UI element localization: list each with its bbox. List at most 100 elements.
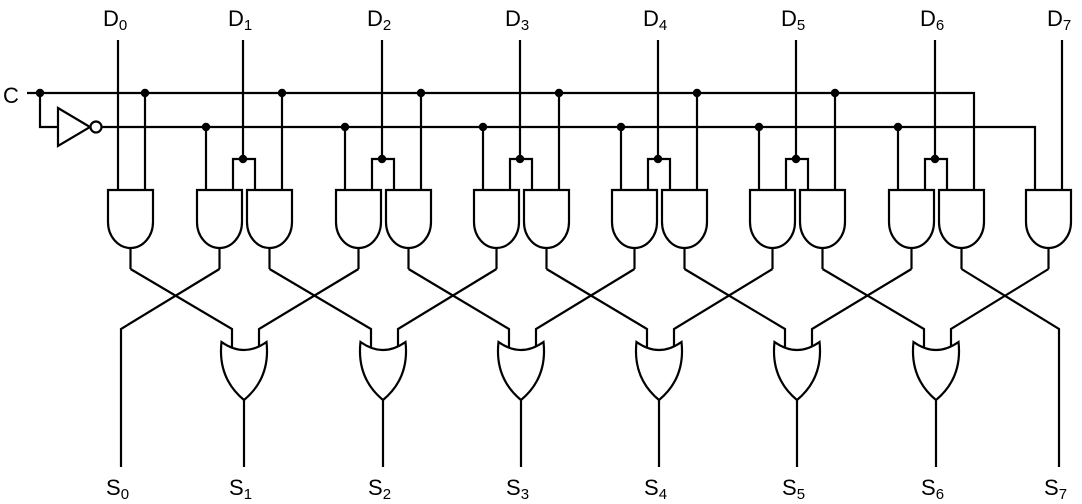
and-gate-3a	[472, 188, 521, 250]
or3-left-input	[407, 268, 511, 347]
and-gate-2b	[384, 188, 433, 250]
or5-left-input	[683, 268, 787, 347]
input-label-d2-subscript: 2	[383, 17, 391, 34]
junction-dot	[140, 88, 150, 98]
output-label-s5: S5	[782, 475, 805, 503]
input-label-d0-subscript: 0	[119, 17, 127, 34]
or5-right-input	[810, 268, 913, 347]
input-label-d5-subscript: 5	[797, 17, 805, 34]
input-label-d4-subscript: 4	[659, 17, 667, 34]
or4-right-input	[672, 268, 774, 347]
junction-dot	[515, 154, 525, 164]
or-gate-1	[219, 340, 269, 402]
inverter-input-wire	[38, 93, 58, 129]
output-label-s0: S0	[106, 475, 129, 503]
inverted-control-line	[102, 125, 1037, 190]
input-label-d1: D1	[228, 6, 252, 34]
or3-right-input	[534, 268, 636, 347]
or2-left-input	[268, 268, 373, 347]
gates	[56, 106, 1073, 402]
junction-dot	[35, 88, 45, 98]
input-label-d4: D4	[643, 6, 667, 34]
junction-dot	[340, 122, 350, 132]
and-gate-1b	[245, 188, 294, 250]
input-label-d1-subscript: 1	[244, 17, 252, 34]
input-bridge-d1	[231, 157, 257, 190]
or6-left-input	[821, 268, 926, 347]
and-gate-3b	[522, 188, 571, 250]
input-label-d6-subscript: 6	[936, 17, 944, 34]
output-label-s0-subscript: 0	[121, 486, 129, 503]
input-label-d3-subscript: 3	[521, 17, 529, 34]
control-label-c: C	[3, 83, 19, 108]
junction-dot	[616, 122, 626, 132]
output-label-s2: S2	[368, 475, 391, 503]
output-label-s7: S7	[1044, 475, 1067, 503]
input-label-d6: D6	[920, 6, 944, 34]
output-label-s4: S4	[644, 475, 667, 503]
input-bridge-d3	[508, 157, 534, 190]
or-gate-5	[772, 340, 822, 402]
and-gate-6b	[937, 188, 986, 250]
and-gate-1a	[195, 188, 244, 250]
input-bridge-d6	[923, 157, 949, 190]
output-label-s3-subscript: 3	[521, 486, 529, 503]
control-line-c	[27, 91, 976, 190]
or1-left-input	[129, 268, 234, 347]
output-label-s7-subscript: 7	[1059, 486, 1067, 503]
input-label-d5: D5	[781, 6, 805, 34]
input-label-d0: D0	[103, 6, 127, 34]
junction-dot	[791, 154, 801, 164]
junction-dot	[201, 122, 211, 132]
junction-dot	[653, 154, 663, 164]
or-gate-3	[496, 340, 546, 402]
output-label-s6: S6	[921, 475, 944, 503]
junction-dot	[238, 154, 248, 164]
or-gate-2	[358, 340, 408, 402]
junction-dot	[377, 154, 387, 164]
junction-dot	[416, 88, 426, 98]
and-gate-7	[1024, 188, 1073, 250]
junction-dot	[930, 154, 940, 164]
and-gate-5a	[748, 188, 797, 250]
output-label-s6-subscript: 6	[936, 486, 944, 503]
or-gate-4	[634, 340, 684, 402]
and-gate-5b	[798, 188, 847, 250]
junction-dot	[554, 88, 564, 98]
output-label-s1: S1	[229, 475, 252, 503]
output-label-s4-subscript: 4	[659, 486, 667, 503]
output-label-s3: S3	[506, 475, 529, 503]
junction-dot	[478, 122, 488, 132]
or1-right-input	[257, 268, 360, 347]
input-label-d7: D7	[1047, 6, 1071, 34]
input-label-d2: D2	[367, 6, 391, 34]
input-bridge-d4	[646, 157, 672, 190]
junction-dot	[277, 88, 287, 98]
inverter-bubble	[89, 120, 103, 134]
junction-dot	[830, 88, 840, 98]
and-gate-4b	[660, 188, 709, 250]
wires	[27, 40, 1064, 467]
and-gate-4a	[610, 188, 659, 250]
output-wire-s7	[960, 268, 1061, 467]
or6-right-input	[949, 268, 1050, 347]
junction-dots	[35, 88, 940, 164]
and-gate-0	[106, 188, 155, 250]
junction-dot	[893, 122, 903, 132]
or4-left-input	[545, 268, 649, 347]
junction-dot	[754, 122, 764, 132]
input-bridge-d5	[784, 157, 810, 190]
and-gate-6a	[887, 188, 936, 250]
input-label-d3: D3	[505, 6, 529, 34]
and-gate-2a	[334, 188, 383, 250]
output-label-s2-subscript: 2	[383, 486, 391, 503]
input-bridge-d2	[370, 157, 396, 190]
inverter-gate	[56, 106, 93, 148]
or-gate-6	[911, 340, 961, 402]
output-label-s1-subscript: 1	[244, 486, 252, 503]
or2-right-input	[396, 268, 498, 347]
output-label-s5-subscript: 5	[797, 486, 805, 503]
input-label-d7-subscript: 7	[1063, 17, 1071, 34]
